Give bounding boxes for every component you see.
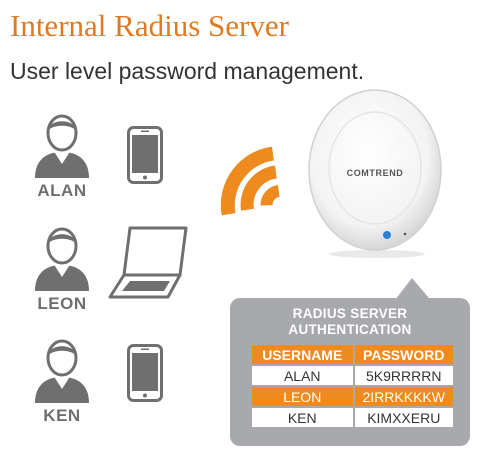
laptop-icon bbox=[108, 226, 188, 299]
table-header-row: USERNAME PASSWORD bbox=[252, 345, 453, 364]
status-led bbox=[383, 231, 391, 239]
access-point: COMTREND bbox=[307, 88, 443, 263]
username-cell: ALAN bbox=[252, 366, 353, 385]
device-laptop-leon bbox=[108, 225, 188, 301]
callout-pointer bbox=[392, 278, 434, 304]
password-cell: KIMXXERU bbox=[352, 408, 453, 427]
user-alan: ALAN bbox=[30, 112, 94, 201]
column-header-username: USERNAME bbox=[252, 345, 353, 364]
credentials-table: USERNAME PASSWORD ALAN 5K9RRRRN LEON 2IR… bbox=[252, 343, 453, 429]
panel-heading-line2: AUTHENTICATION bbox=[288, 322, 412, 337]
user-name-label: KEN bbox=[43, 406, 81, 425]
device-phone-ken bbox=[127, 344, 163, 402]
user-leon: LEON bbox=[30, 225, 94, 314]
table-row: ALAN 5K9RRRRN bbox=[252, 366, 453, 385]
column-header-password: PASSWORD bbox=[352, 345, 453, 364]
table-row: KEN KIMXXERU bbox=[252, 408, 453, 427]
page-subtitle: User level password management. bbox=[10, 58, 365, 84]
password-cell: 5K9RRRRN bbox=[352, 366, 453, 385]
username-cell: LEON bbox=[252, 387, 353, 406]
user-ken: KEN bbox=[30, 337, 94, 426]
page-title: Internal Radius Server bbox=[10, 8, 289, 43]
user-icon bbox=[35, 339, 89, 403]
wifi-signal-icon bbox=[220, 146, 281, 216]
device-phone-alan bbox=[127, 126, 163, 184]
panel-heading-line1: RADIUS SERVER bbox=[292, 306, 408, 321]
wireless-access-point-icon bbox=[308, 89, 442, 258]
panel-heading: RADIUS SERVER AUTHENTICATION bbox=[230, 306, 470, 338]
wifi-signal bbox=[196, 142, 301, 262]
table-row: LEON 2IRRKKKKW bbox=[252, 387, 453, 406]
password-cell: 2IRRKKKKW bbox=[352, 387, 453, 406]
smartphone-icon bbox=[127, 126, 163, 184]
user-icon bbox=[35, 227, 89, 291]
radius-auth-panel: RADIUS SERVER AUTHENTICATION USERNAME PA… bbox=[230, 298, 470, 446]
username-cell: KEN bbox=[252, 408, 353, 427]
user-name-label: ALAN bbox=[37, 181, 87, 200]
user-icon bbox=[35, 114, 89, 178]
brand-label: COMTREND bbox=[346, 168, 404, 178]
smartphone-icon bbox=[127, 344, 163, 402]
user-name-label: LEON bbox=[37, 294, 87, 313]
